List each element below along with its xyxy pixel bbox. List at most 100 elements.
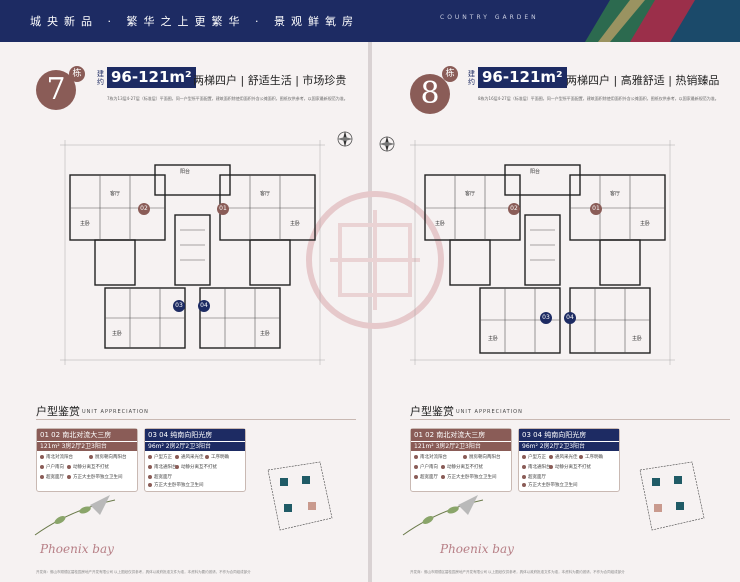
bullet-item: 通风采光佳 — [175, 454, 204, 460]
unit-marker-02: 02 — [508, 203, 520, 215]
building-number-badge: 8 — [410, 74, 450, 114]
bullet-item: 动静分离互不打扰 — [67, 464, 109, 470]
bullet-item: 动静分离互不打扰 — [549, 464, 591, 470]
unit-appreciation-sub: UNIT APPRECIATION — [82, 409, 149, 415]
card-header: 03 04 纯南向阳光房 — [145, 429, 245, 441]
room-label: 主卧 — [290, 221, 301, 227]
room-label: 客厅 — [610, 191, 621, 197]
bullet-item: 户型方正 — [148, 454, 172, 460]
bullet-item: 户型方正 — [522, 454, 546, 460]
bullet-item: 方正大主卧带独立卫生间 — [441, 474, 497, 480]
room-label: 阳台 — [530, 169, 541, 175]
card-spec: 96m² 2房2厅2卫3阳台 — [519, 442, 619, 451]
unit-codes: 01 02 — [414, 431, 435, 439]
floor-plan-left: 02 01 03 04 主卧 客厅 主卧 客厅 主卧 主卧 阳台 — [60, 140, 325, 365]
room-label: 主卧 — [260, 331, 271, 337]
unit-title: 纯南向阳光房 — [544, 431, 587, 439]
unit-marker-03: 03 — [173, 300, 185, 312]
unit-card-01-02: 01 02 南北对流大三房 121m² 3房2厅2卫3阳台 南北对流阳台 厨房朝… — [36, 428, 138, 492]
right-page — [372, 42, 740, 582]
room-label: 主卧 — [488, 336, 499, 342]
card-spec: 96m² 2房2厅2卫3阳台 — [145, 442, 245, 451]
legal-notice: 开发商：佛山市顺德区碧桂园房地产开发有限公司 以上图纸仅供参考，具体以政府批准文… — [36, 570, 251, 574]
room-label: 阳台 — [180, 169, 191, 175]
bullet-item: 方正大主卧带独立卫生间 — [522, 482, 578, 488]
floral-decoration — [402, 495, 484, 536]
room-label: 主卧 — [80, 221, 91, 227]
compass-icon — [379, 136, 395, 152]
building-suffix: 栋 — [69, 66, 85, 82]
floral-decoration — [34, 495, 116, 536]
unit-codes: 01 02 — [40, 431, 61, 439]
room-label: 客厅 — [260, 191, 271, 197]
unit-marker-02: 02 — [138, 203, 150, 215]
divider — [410, 419, 730, 420]
bullet-item: 工序明确 — [579, 454, 603, 460]
room-label: 主卧 — [640, 221, 651, 227]
card-spec: 121m² 3房2厅2卫3阳台 — [37, 442, 137, 451]
bullet-item: 南北通阳台 — [522, 464, 551, 470]
bullet-item: 方正大主卧带独立卫生间 — [148, 482, 204, 488]
page-spine — [368, 42, 372, 582]
unit-marker-04: 04 — [564, 312, 576, 324]
unit-codes: 03 04 — [522, 431, 543, 439]
room-label: 客厅 — [465, 191, 476, 197]
area-range: 96-121m² — [107, 67, 196, 88]
building-tags: 两梯四户 | 舒适生活 | 市场珍贵 — [193, 74, 347, 87]
unit-marker-01: 01 — [590, 203, 602, 215]
bullet-item: 方正大主卧带独立卫生间 — [67, 474, 123, 480]
bullet-item: 南北对流阳台 — [414, 454, 447, 460]
area-range: 96-121m² — [478, 67, 567, 88]
building-suffix: 栋 — [442, 66, 458, 82]
room-label: 客厅 — [110, 191, 121, 197]
area-prefix: 建约 — [468, 70, 475, 86]
brand-script-right: Phoenix bay — [440, 542, 514, 556]
room-label: 主卧 — [632, 336, 643, 342]
building-tags: 两梯四户 | 高雅舒适 | 热销臻品 — [566, 74, 720, 87]
building-intro: 8栋为16层4-27层（标准层）平面图，同一户型所平面配置，建筑面积除使用面积外… — [478, 96, 719, 101]
bullet-item: 厨房朝向两阳台 — [89, 454, 127, 460]
room-label: 主卧 — [112, 331, 123, 337]
room-label: 主卧 — [435, 221, 446, 227]
bullet-item: 户户南向 — [40, 464, 64, 470]
unit-marker-01: 01 — [217, 203, 229, 215]
unit-codes: 03 04 — [148, 431, 169, 439]
unit-card-03-04: 03 04 纯南向阳光房 96m² 2房2厅2卫3阳台 户型方正 通风采光佳 工… — [144, 428, 246, 492]
site-plan-right — [639, 461, 705, 531]
bullet-item: 工序明确 — [205, 454, 229, 460]
brand-script-left: Phoenix bay — [40, 542, 114, 556]
bullet-item: 动静分离互不打扰 — [441, 464, 483, 470]
watermark-emblem — [306, 191, 444, 329]
bullet-item: 超宽面厅 — [414, 474, 438, 480]
bullet-item: 户户南向 — [414, 464, 438, 470]
floor-plan-right: 02 01 03 04 主卧 客厅 主卧 客厅 主卧 主卧 阳台 — [410, 140, 675, 365]
bullet-item: 超宽面厅 — [522, 474, 546, 480]
bullet-item: 超宽面厅 — [148, 474, 172, 480]
unit-appreciation-title: 户型鉴赏 — [410, 405, 454, 418]
unit-marker-03: 03 — [540, 312, 552, 324]
left-page — [0, 42, 368, 582]
unit-card-01-02: 01 02 南北对流大三房 121m² 3房2厅2卫3阳台 南北对流阳台 厨房朝… — [410, 428, 512, 492]
unit-appreciation-title: 户型鉴赏 — [36, 405, 80, 418]
brand-english: COUNTRY GARDEN — [440, 14, 539, 21]
bullet-item: 动静分离互不打扰 — [175, 464, 217, 470]
bullet-item: 南北对流阳台 — [40, 454, 73, 460]
building-intro: 7栋为13层4-27层（标准层）平面图，同一户型所平面配置，建筑面积除使用面积外… — [107, 96, 348, 101]
card-spec: 121m² 3房2厅2卫3阳台 — [411, 442, 511, 451]
unit-marker-04: 04 — [198, 300, 210, 312]
bullet-item: 南北通阳台 — [148, 464, 177, 470]
bullet-item: 厨房朝向两阳台 — [463, 454, 501, 460]
card-header: 03 04 纯南向阳光房 — [519, 429, 619, 441]
card-header: 01 02 南北对流大三房 — [37, 429, 137, 441]
compass-icon — [337, 131, 353, 147]
top-banner: 城央新品 · 繁华之上更繁华 · 景观鲜氧房 COUNTRY GARDEN — [0, 0, 740, 42]
bullet-item: 通风采光佳 — [549, 454, 578, 460]
legal-notice: 开发商：佛山市顺德区碧桂园房地产开发有限公司 以上图纸仅供参考，具体以政府批准文… — [410, 570, 625, 574]
banner-slogan: 城央新品 · 繁华之上更繁华 · 景观鲜氧房 — [30, 15, 359, 28]
unit-title: 南北对流大三房 — [62, 431, 112, 439]
unit-title: 南北对流大三房 — [436, 431, 486, 439]
banner-decoration — [585, 0, 740, 42]
divider — [36, 419, 356, 420]
card-header: 01 02 南北对流大三房 — [411, 429, 511, 441]
area-prefix: 建约 — [97, 70, 104, 86]
